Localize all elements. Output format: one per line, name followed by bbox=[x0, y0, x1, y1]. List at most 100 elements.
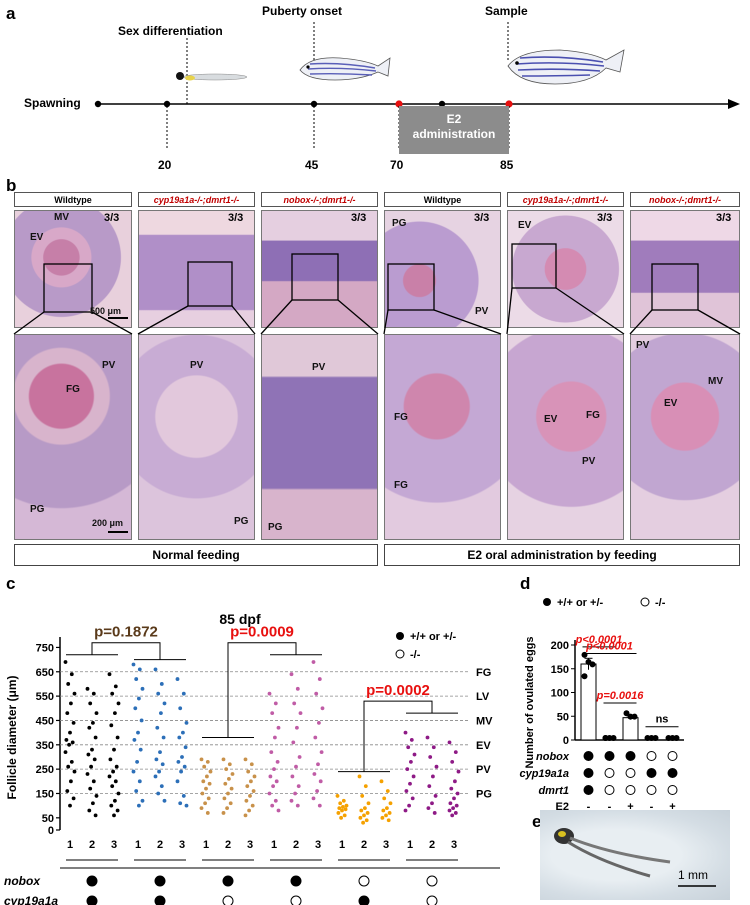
geno-d-2-1 bbox=[625, 768, 636, 778]
legend-ko-label: -/- bbox=[410, 649, 421, 661]
point-g4-r1-2 bbox=[360, 794, 365, 798]
geno-c-g5-r1 bbox=[426, 895, 438, 905]
label-pg-3: PG bbox=[268, 522, 283, 533]
point-g2-r1-2 bbox=[224, 767, 229, 772]
e2-d-4: + bbox=[669, 801, 675, 810]
point-g3-r0-8 bbox=[268, 774, 273, 779]
point-g0-r0-10 bbox=[67, 742, 71, 747]
zoom-overlays bbox=[13, 243, 741, 533]
point-g3-r2-9 bbox=[318, 779, 323, 784]
count-5: 3/3 bbox=[597, 212, 613, 224]
point-g5-r1-9 bbox=[432, 811, 437, 815]
point-g5-r2-13 bbox=[450, 813, 455, 818]
point-g2-r0-7 bbox=[204, 786, 208, 791]
point-g0-r0-12 bbox=[69, 759, 74, 764]
geno-d-2-0 bbox=[625, 751, 636, 761]
point-g1-r2-10 bbox=[179, 769, 184, 774]
point-g2-r0-12 bbox=[205, 811, 210, 815]
point-g1-r0-12 bbox=[137, 779, 142, 784]
geno-c-g0-r1 bbox=[86, 895, 98, 905]
point-g5-r2-0 bbox=[447, 740, 452, 745]
label-ev-5b: EV bbox=[544, 414, 558, 425]
point-g4-r0-8 bbox=[336, 811, 341, 815]
panel-label-d: d bbox=[520, 574, 531, 593]
histology-title-3: nobox-/-;dmrt1-/- bbox=[261, 192, 378, 207]
point-g3-r0-9 bbox=[274, 779, 279, 784]
point-g2-r2-5 bbox=[245, 784, 250, 789]
timeline-start-label: Spawning bbox=[24, 96, 81, 110]
point-g2-r2-7 bbox=[248, 794, 252, 798]
scale-200um: 200 μm bbox=[92, 518, 124, 528]
panel-label-a: a bbox=[6, 4, 16, 23]
point-g1-r2-7 bbox=[180, 755, 184, 759]
point-g4-r2-8 bbox=[380, 815, 385, 820]
point-g4-r2-3 bbox=[388, 801, 393, 806]
point-g4-r0-1 bbox=[341, 798, 346, 803]
timeline-dot-start bbox=[94, 100, 102, 108]
point-g5-r2-10 bbox=[451, 806, 455, 810]
point-g4-r2-7 bbox=[384, 813, 388, 818]
point-g5-r2-3 bbox=[456, 769, 461, 774]
point-g1-r1-13 bbox=[156, 791, 161, 796]
point-g1-r2-2 bbox=[178, 706, 183, 711]
point-g2-r0-6 bbox=[207, 781, 212, 786]
label-pv-2: PV bbox=[190, 360, 204, 371]
d-y-tick-label-200: 200 bbox=[551, 640, 569, 652]
p-value-c-0: p=0.1872 bbox=[94, 624, 158, 641]
point-g3-r1-6 bbox=[297, 755, 302, 759]
point-g3-r2-10 bbox=[315, 789, 319, 793]
d-point-2-0 bbox=[623, 710, 630, 717]
point-g4-r0-10 bbox=[339, 815, 343, 820]
point-g1-r1-8 bbox=[154, 757, 159, 762]
geno-d-3-1 bbox=[646, 768, 657, 778]
point-g3-r0-11 bbox=[267, 791, 272, 796]
point-g0-r2-2 bbox=[110, 691, 115, 696]
replicate-label-g1-2: 3 bbox=[179, 839, 185, 851]
point-g5-r2-12 bbox=[453, 811, 458, 815]
point-g3-r1-3 bbox=[298, 711, 303, 716]
point-g4-r1-7 bbox=[362, 813, 366, 818]
point-g0-r2-9 bbox=[114, 764, 119, 769]
tick-85: 85 bbox=[500, 158, 514, 172]
geno-d-1-2 bbox=[604, 785, 615, 795]
label-pg-4: PG bbox=[392, 218, 407, 229]
geno-c-g5-r0 bbox=[426, 875, 438, 887]
point-g5-r2-8 bbox=[448, 801, 453, 806]
timeline-dot-85 bbox=[505, 100, 513, 108]
point-g2-r0-5 bbox=[201, 779, 206, 784]
point-g5-r0-8 bbox=[404, 789, 409, 793]
y-tick-label-550: 550 bbox=[36, 691, 54, 703]
point-g3-r1-7 bbox=[294, 764, 298, 769]
point-g2-r1-1 bbox=[227, 762, 232, 767]
point-g1-r2-13 bbox=[178, 801, 183, 806]
point-g0-r0-13 bbox=[66, 764, 71, 769]
point-g5-r2-4 bbox=[453, 779, 457, 784]
point-g4-r1-5 bbox=[359, 808, 364, 813]
p-value-d-0: p<0.0001 bbox=[575, 634, 623, 646]
point-g2-r2-11 bbox=[243, 813, 248, 818]
point-g3-r1-11 bbox=[289, 798, 294, 803]
point-g0-r2-11 bbox=[107, 774, 112, 779]
point-g5-r2-11 bbox=[447, 808, 452, 813]
replicate-label-g4-0: 1 bbox=[339, 839, 345, 851]
point-g1-r0-2 bbox=[134, 677, 139, 681]
label-pg-1: PG bbox=[30, 504, 45, 515]
tissue-wt-e2-overview bbox=[384, 210, 501, 328]
geno-c-g2-r1 bbox=[222, 895, 234, 905]
point-g0-r2-14 bbox=[116, 791, 121, 796]
point-g5-r1-4 bbox=[431, 774, 435, 779]
point-g0-r2-0 bbox=[107, 672, 112, 677]
point-g5-r0-6 bbox=[411, 774, 416, 779]
timeline-dot-mid bbox=[438, 100, 446, 108]
point-g2-r0-3 bbox=[208, 769, 213, 774]
replicate-label-g1-1: 2 bbox=[157, 839, 163, 851]
point-g4-r0-9 bbox=[342, 813, 347, 818]
point-g1-r0-5 bbox=[133, 706, 138, 711]
geno-d-4-1 bbox=[667, 768, 678, 778]
condition-e2-feeding: E2 oral administration by feeding bbox=[384, 544, 740, 566]
point-g0-r1-9 bbox=[92, 757, 97, 762]
timeline-dot-45 bbox=[310, 100, 318, 108]
gene-label-d-1: cyp19a1a bbox=[519, 768, 569, 780]
p-value-d-3: ns bbox=[656, 714, 669, 726]
